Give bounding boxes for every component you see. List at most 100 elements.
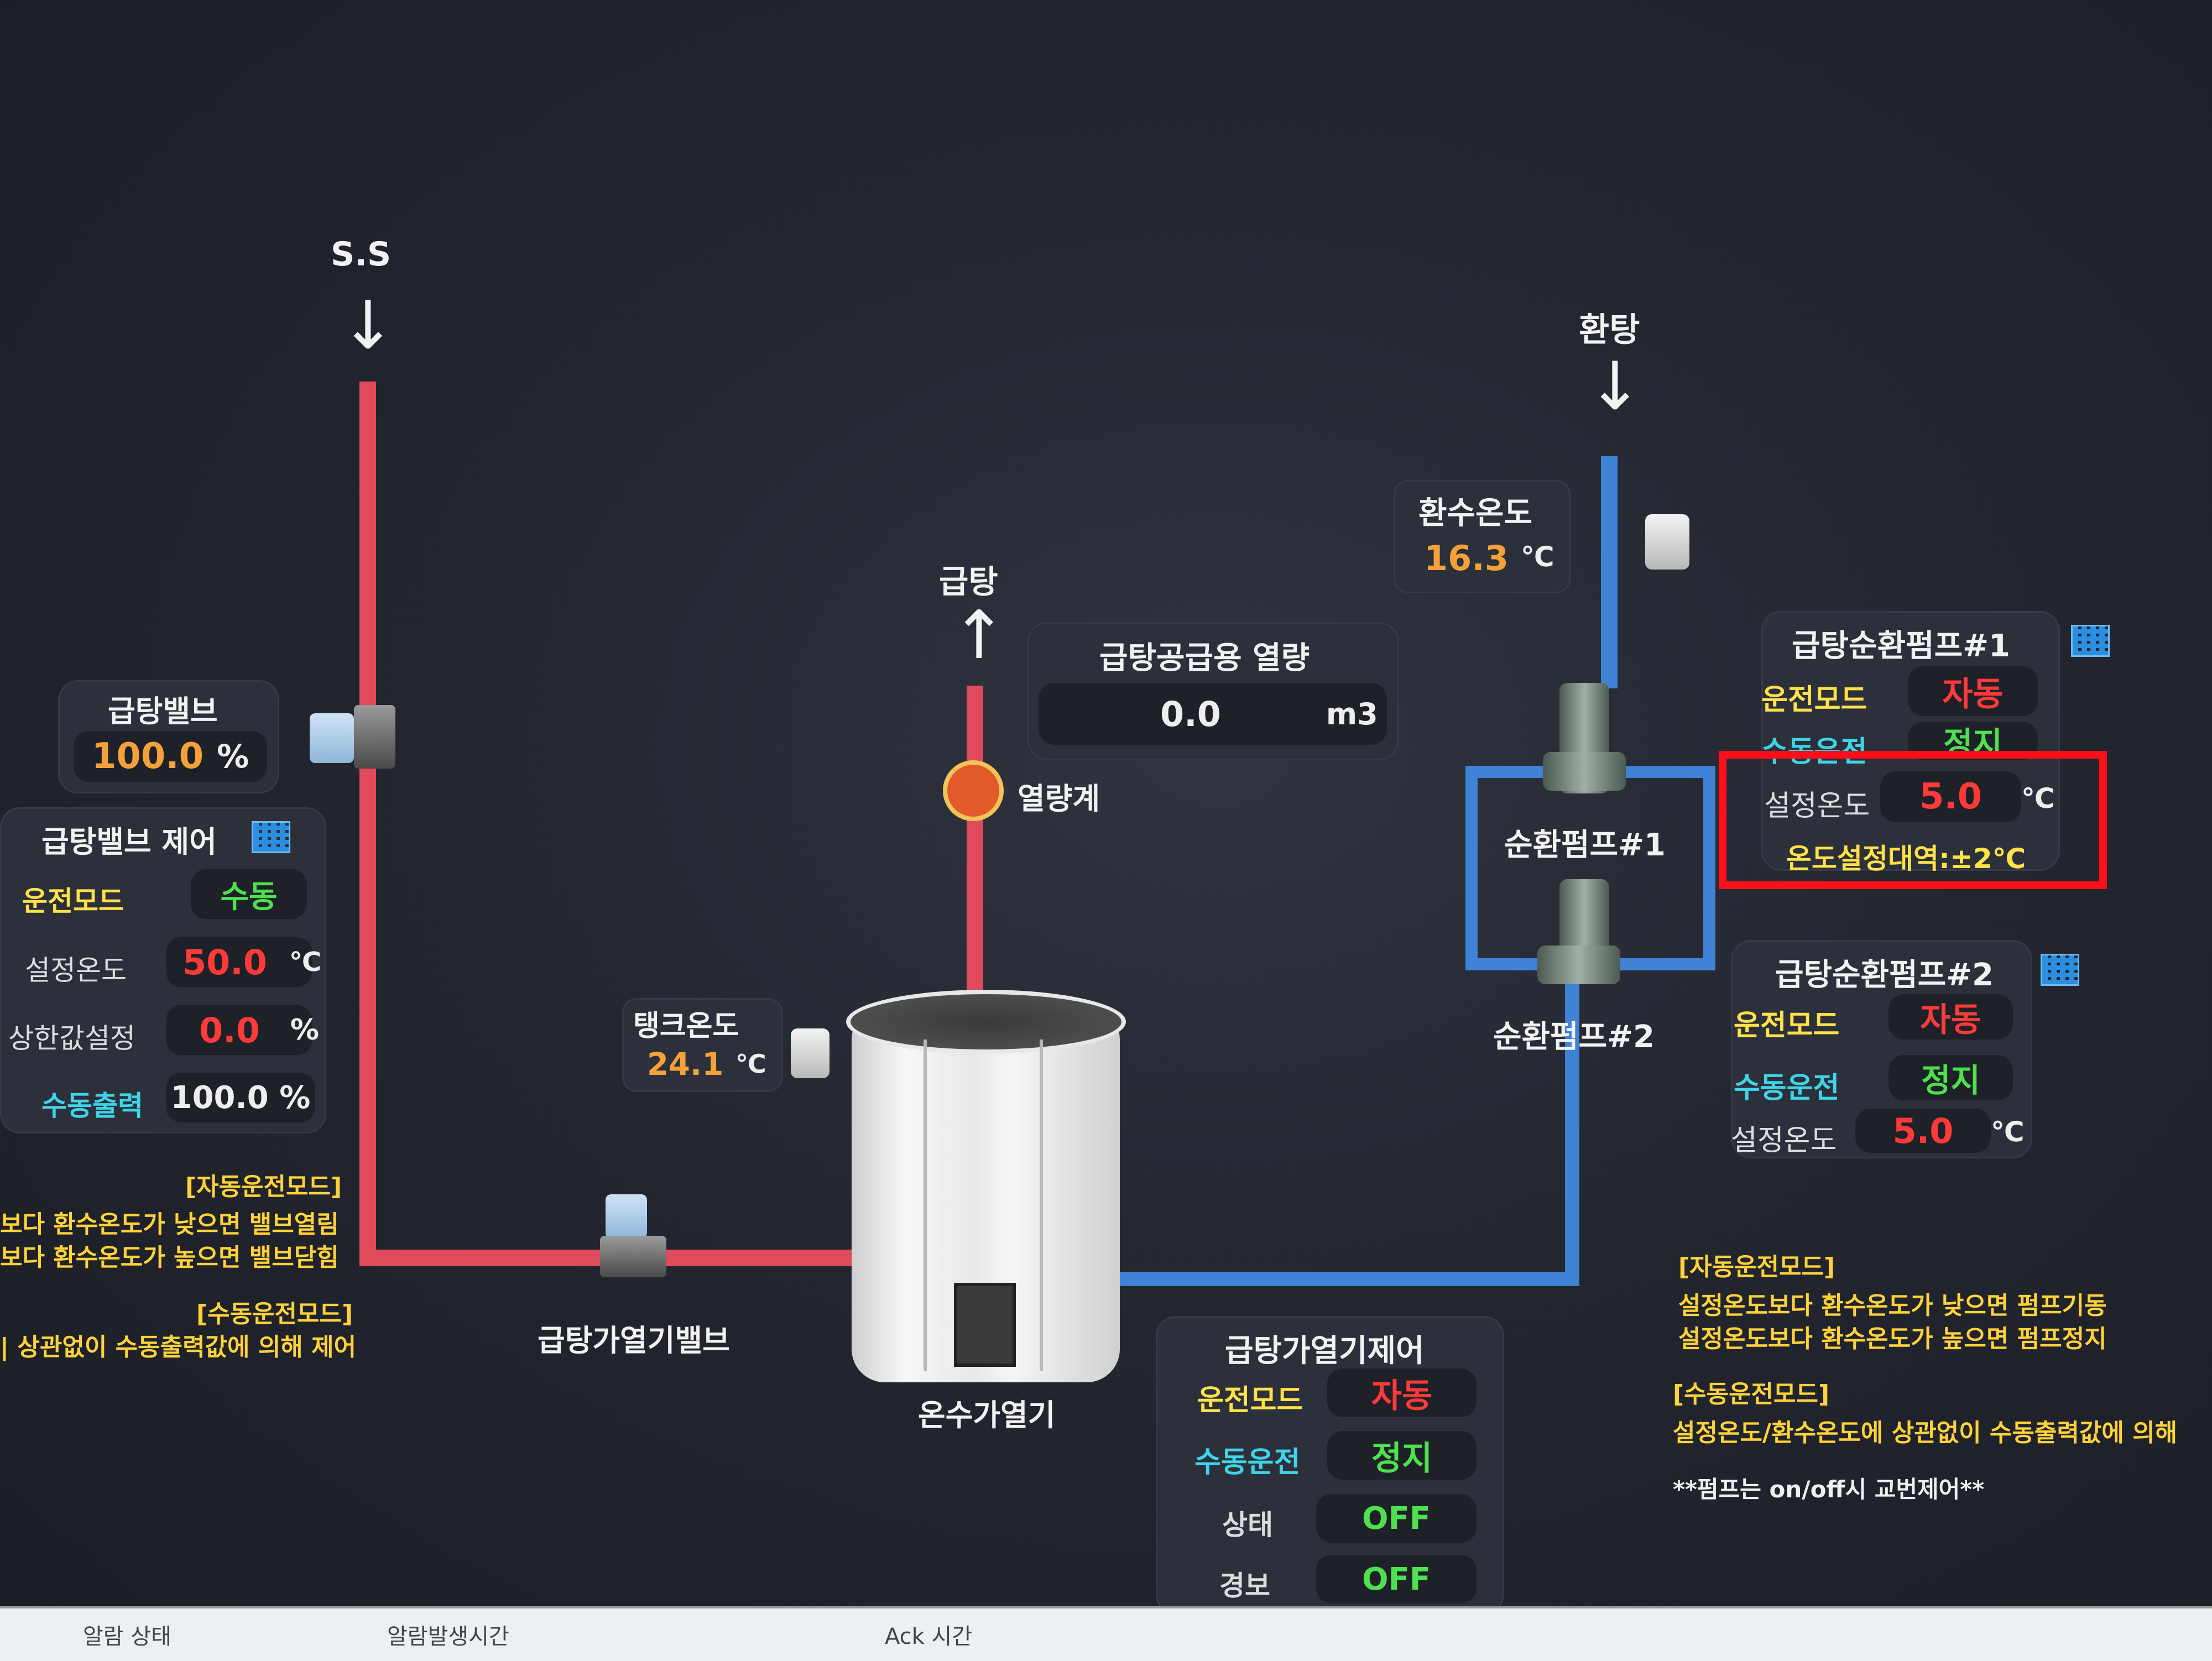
tank-temp-sensor-icon[interactable]: [791, 1028, 830, 1078]
tank-divider-left: [924, 1040, 927, 1371]
cp2-manual-label: 수동운전: [1734, 1072, 1840, 1105]
hot-valve-body-icon[interactable]: [354, 705, 395, 769]
hot-valve-control-title: 급탕밸브 제어: [41, 824, 217, 859]
hc-manual-box[interactable]: 정지: [1327, 1431, 1477, 1480]
ss-label: S.S: [331, 235, 392, 274]
hc-alarm-value: OFF: [1361, 1561, 1431, 1597]
hc-alarm-label: 경보: [1219, 1570, 1270, 1602]
cp2-settemp-box[interactable]: 5.0: [1855, 1109, 1991, 1153]
right-manual-title: [수동운전모드]: [1673, 1380, 1830, 1408]
return-label: 환탕: [1579, 311, 1640, 349]
cp2-manual-box[interactable]: 정지: [1888, 1055, 2013, 1100]
cp2-settemp-label: 설정온도: [1731, 1124, 1837, 1157]
tank-divider-right: [1040, 1040, 1043, 1371]
heat-meter-title: 급탕공급용 열량: [1099, 640, 1310, 676]
cp1-mode-label: 운전모드: [1761, 683, 1867, 717]
return-temp-title: 환수온도: [1418, 495, 1533, 531]
hvc-mode-box[interactable]: 수동: [191, 869, 307, 919]
hc-mode-box[interactable]: 자동: [1327, 1369, 1477, 1417]
hot-valve-value-box: 100.0 %: [74, 731, 267, 782]
hc-alarm-box[interactable]: OFF: [1316, 1555, 1477, 1603]
water-heater-tank-top: [846, 990, 1126, 1054]
right-manual-line1: 설정온도/환수온도에 상관없이 수동출력값에 의해: [1673, 1419, 2178, 1447]
cp1-mode-value: 자동: [1942, 675, 2004, 714]
hc-status-value: OFF: [1361, 1500, 1431, 1537]
pump-loop-right: [1703, 766, 1715, 970]
hvc-mode-value: 수동: [220, 879, 278, 915]
circ-pump2-label: 순환펌프#2: [1493, 1019, 1655, 1055]
return-temp-unit: ℃: [1521, 541, 1554, 573]
alarm-status-column[interactable]: 알람 상태: [83, 1624, 171, 1649]
water-heater-label: 온수가열기: [918, 1398, 1056, 1433]
cp2-mode-box[interactable]: 자동: [1888, 994, 2013, 1040]
right-auto-title: [자동운전모드]: [1678, 1253, 1835, 1281]
hvc-manual-value: 100.0 %: [170, 1079, 311, 1116]
cp2-settemp-value: 5.0: [1892, 1110, 1954, 1151]
supply-up-arrow: ↑: [951, 597, 1007, 674]
cp2-settings-grid-icon[interactable]: [2041, 954, 2079, 986]
left-auto-title: [자동운전모드]: [185, 1173, 342, 1201]
return-pipe-down: [1565, 970, 1579, 1286]
tank-temp-title: 탱크온도: [633, 1010, 739, 1043]
circ-pump2-title: 급탕순환펌프#2: [1775, 957, 1994, 993]
hc-manual-label: 수동운전: [1194, 1446, 1301, 1479]
heat-meter-unit: m3: [1326, 696, 1378, 732]
alarm-time-column[interactable]: 알람발생시간: [387, 1624, 509, 1649]
hot-valve-unit: %: [217, 738, 249, 775]
heat-meter-label: 열량계: [1018, 781, 1100, 816]
supply-label: 급탕: [939, 563, 998, 600]
hvc-limit-value: 0.0: [199, 1010, 260, 1051]
circ-pump2-base-icon: [1537, 946, 1620, 984]
hot-valve-value: 100.0: [91, 736, 204, 777]
left-auto-line2: 보다 환수온도가 높으면 밸브닫힘: [0, 1244, 339, 1272]
cp2-manual-value: 정지: [1921, 1062, 1980, 1099]
alarm-table-header: 알람 상태 알람발생시간 Ack 시간: [0, 1606, 2212, 1661]
supply-pipe: [967, 686, 983, 995]
cp2-mode-label: 운전모드: [1734, 1009, 1840, 1042]
ss-pipe-vertical: [359, 382, 376, 1261]
hot-valve-panel: 급탕밸브 100.0 %: [58, 680, 279, 793]
settemp-highlight-box: [1719, 751, 2107, 889]
hvc-limit-label: 상한값설정: [8, 1022, 135, 1054]
return-pipe-top: [1601, 456, 1618, 688]
left-manual-title: [수동운전모드]: [196, 1300, 353, 1328]
cp1-settemp-label: 설정온도: [1764, 790, 1870, 823]
left-manual-line1: | 상관없이 수동출력값에 의해 제어: [0, 1333, 357, 1361]
left-auto-line1: 보다 환수온도가 낮으면 밸브열림: [0, 1210, 339, 1239]
circ-pump1-label: 순환펌프#1: [1504, 827, 1666, 863]
hot-valve-actuator-icon[interactable]: [310, 713, 354, 763]
circ-pump1-title: 급탕순환펌프#1: [1792, 628, 2011, 664]
return-temp-panel: 환수온도 16.3 ℃: [1394, 480, 1571, 593]
hc-status-box[interactable]: OFF: [1316, 1494, 1477, 1543]
tank-temp-value: 24.1: [647, 1047, 724, 1083]
circ-pump1-base-icon: [1543, 752, 1626, 791]
hvc-manual-box[interactable]: 100.0 %: [166, 1073, 315, 1122]
circ-pump2-panel: 급탕순환펌프#2 운전모드 자동 수동운전 정지 설정온도 5.0 ℃: [1731, 940, 2032, 1158]
tank-temp-panel: 탱크온도 24.1 ℃: [622, 998, 782, 1092]
hvc-mode-label: 운전모드: [22, 885, 124, 917]
heater-valve-label: 급탕가열기밸브: [538, 1323, 730, 1358]
return-temp-sensor-icon[interactable]: [1645, 514, 1689, 570]
hvc-manual-label: 수동출력: [41, 1090, 143, 1122]
cp1-settings-grid-icon[interactable]: [2071, 625, 2110, 657]
cp1-band-note: 온도설정대역:±2℃: [1786, 843, 2026, 875]
heater-valve-body-icon[interactable]: [600, 1236, 666, 1277]
return-down-arrow: ↓: [1587, 348, 1643, 425]
return-pipe-horizontal: [1117, 1272, 1579, 1286]
hvc-settemp-box[interactable]: 50.0 ℃: [166, 937, 321, 987]
cp1-mode-box[interactable]: 자동: [1908, 666, 2038, 716]
hot-valve-control-panel: 급탕밸브 제어 운전모드 수동 설정온도 50.0 ℃ 상한값설정 0.0 % …: [0, 807, 326, 1134]
heater-valve-actuator-icon[interactable]: [606, 1194, 647, 1239]
settings-grid-icon[interactable]: [252, 821, 290, 853]
ack-time-column[interactable]: Ack 시간: [885, 1624, 973, 1649]
right-pump-note: **펌프는 on/off시 교번제어**: [1673, 1476, 1985, 1503]
hc-mode-value: 자동: [1371, 1376, 1433, 1415]
hc-status-label: 상태: [1222, 1509, 1273, 1541]
right-auto-line2: 설정온도보다 환수온도가 높으면 펌프정지: [1678, 1325, 2107, 1353]
tank-window-icon: [954, 1283, 1016, 1367]
hvc-limit-box[interactable]: 0.0 %: [166, 1005, 319, 1055]
return-temp-value: 16.3: [1424, 538, 1509, 578]
cp1-settemp-box[interactable]: 5.0: [1880, 771, 2021, 822]
heat-meter-gauge-icon[interactable]: [943, 760, 1004, 821]
ss-down-arrow: ↓: [340, 288, 396, 364]
